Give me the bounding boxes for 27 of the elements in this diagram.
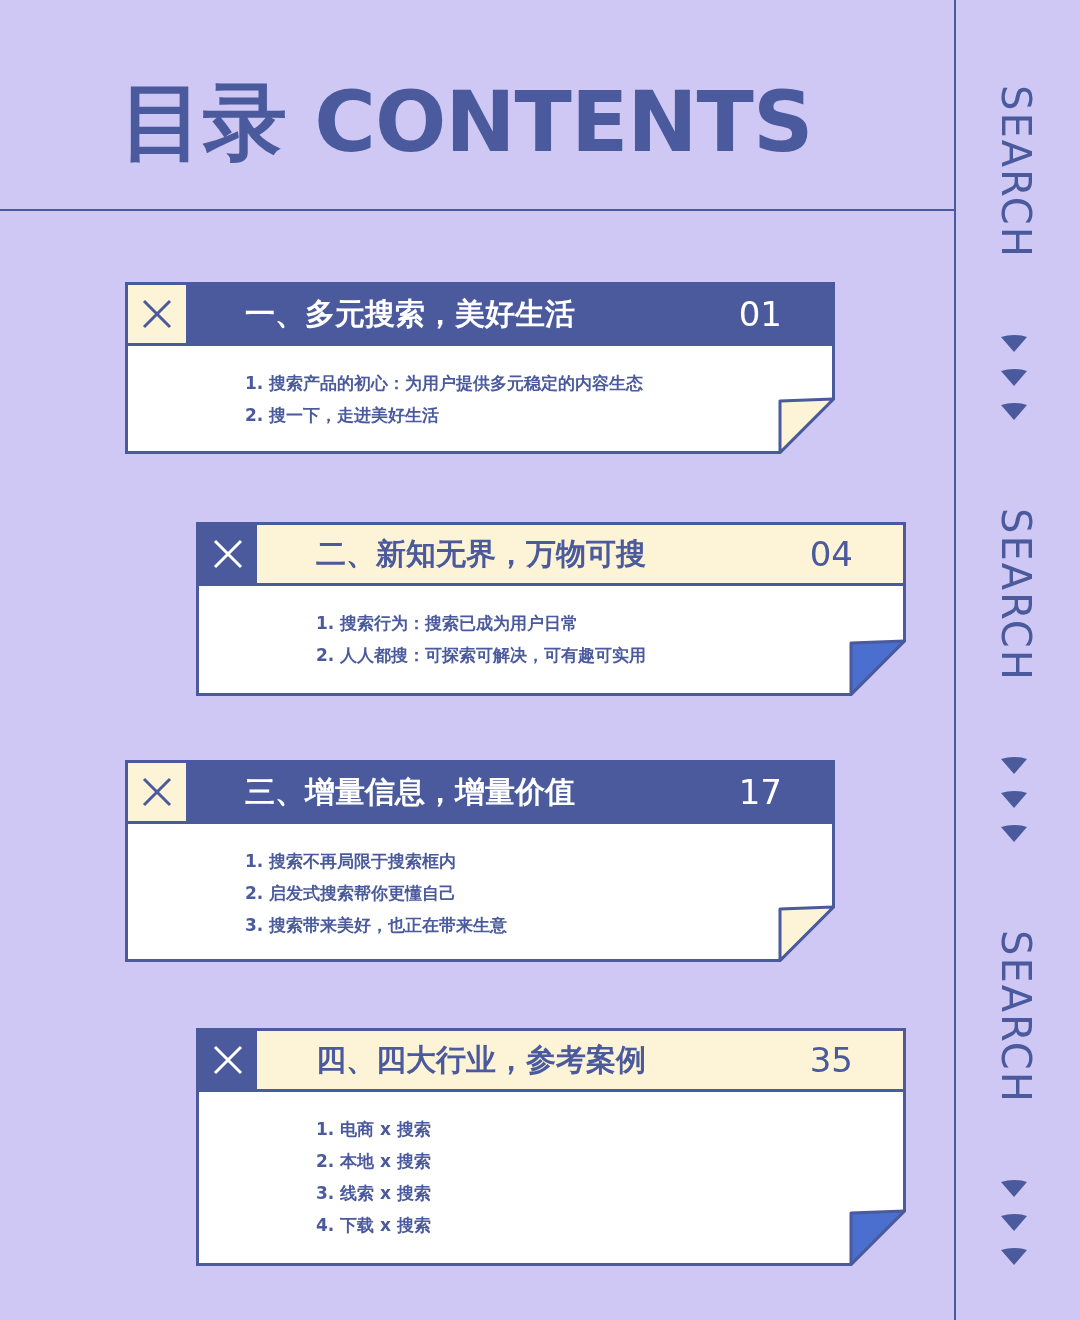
page-number: 04 — [809, 535, 853, 573]
side-label: SEARCH — [994, 508, 1038, 682]
contents-card — [196, 522, 906, 696]
page-number: 01 — [738, 295, 782, 333]
contents-card — [125, 282, 835, 454]
list-item: 2. 启发式搜索帮你更懂自己 — [245, 882, 457, 904]
section-heading: 二、新知无界，万物可搜 — [316, 536, 646, 572]
list-item: 2. 本地 x 搜索 — [316, 1150, 431, 1172]
page-number: 35 — [809, 1041, 853, 1079]
section-heading: 四、四大行业，参考案例 — [316, 1042, 646, 1078]
list-item: 2. 人人都搜：可探索可解决，可有趣可实用 — [316, 644, 647, 666]
list-item: 3. 线索 x 搜索 — [316, 1182, 431, 1204]
side-label: SEARCH — [994, 85, 1038, 259]
section-heading: 三、增量信息，增量价值 — [245, 774, 575, 810]
list-item: 1. 电商 x 搜索 — [316, 1118, 431, 1140]
list-item: 1. 搜索产品的初心：为用户提供多元稳定的内容生态 — [245, 372, 644, 394]
page-title: 目录 CONTENTS — [120, 72, 813, 172]
contents-card — [196, 1028, 906, 1266]
contents-card — [125, 760, 835, 962]
section-heading: 一、多元搜索，美好生活 — [245, 296, 575, 332]
side-label: SEARCH — [994, 930, 1038, 1104]
list-item: 2. 搜一下，走进美好生活 — [245, 404, 440, 426]
page-number: 17 — [738, 773, 782, 811]
list-item: 3. 搜索带来美好，也正在带来生意 — [245, 914, 508, 936]
list-item: 4. 下载 x 搜索 — [316, 1214, 431, 1236]
list-item: 1. 搜索行为：搜索已成为用户日常 — [316, 612, 579, 634]
list-item: 1. 搜索不再局限于搜索框内 — [245, 850, 457, 872]
